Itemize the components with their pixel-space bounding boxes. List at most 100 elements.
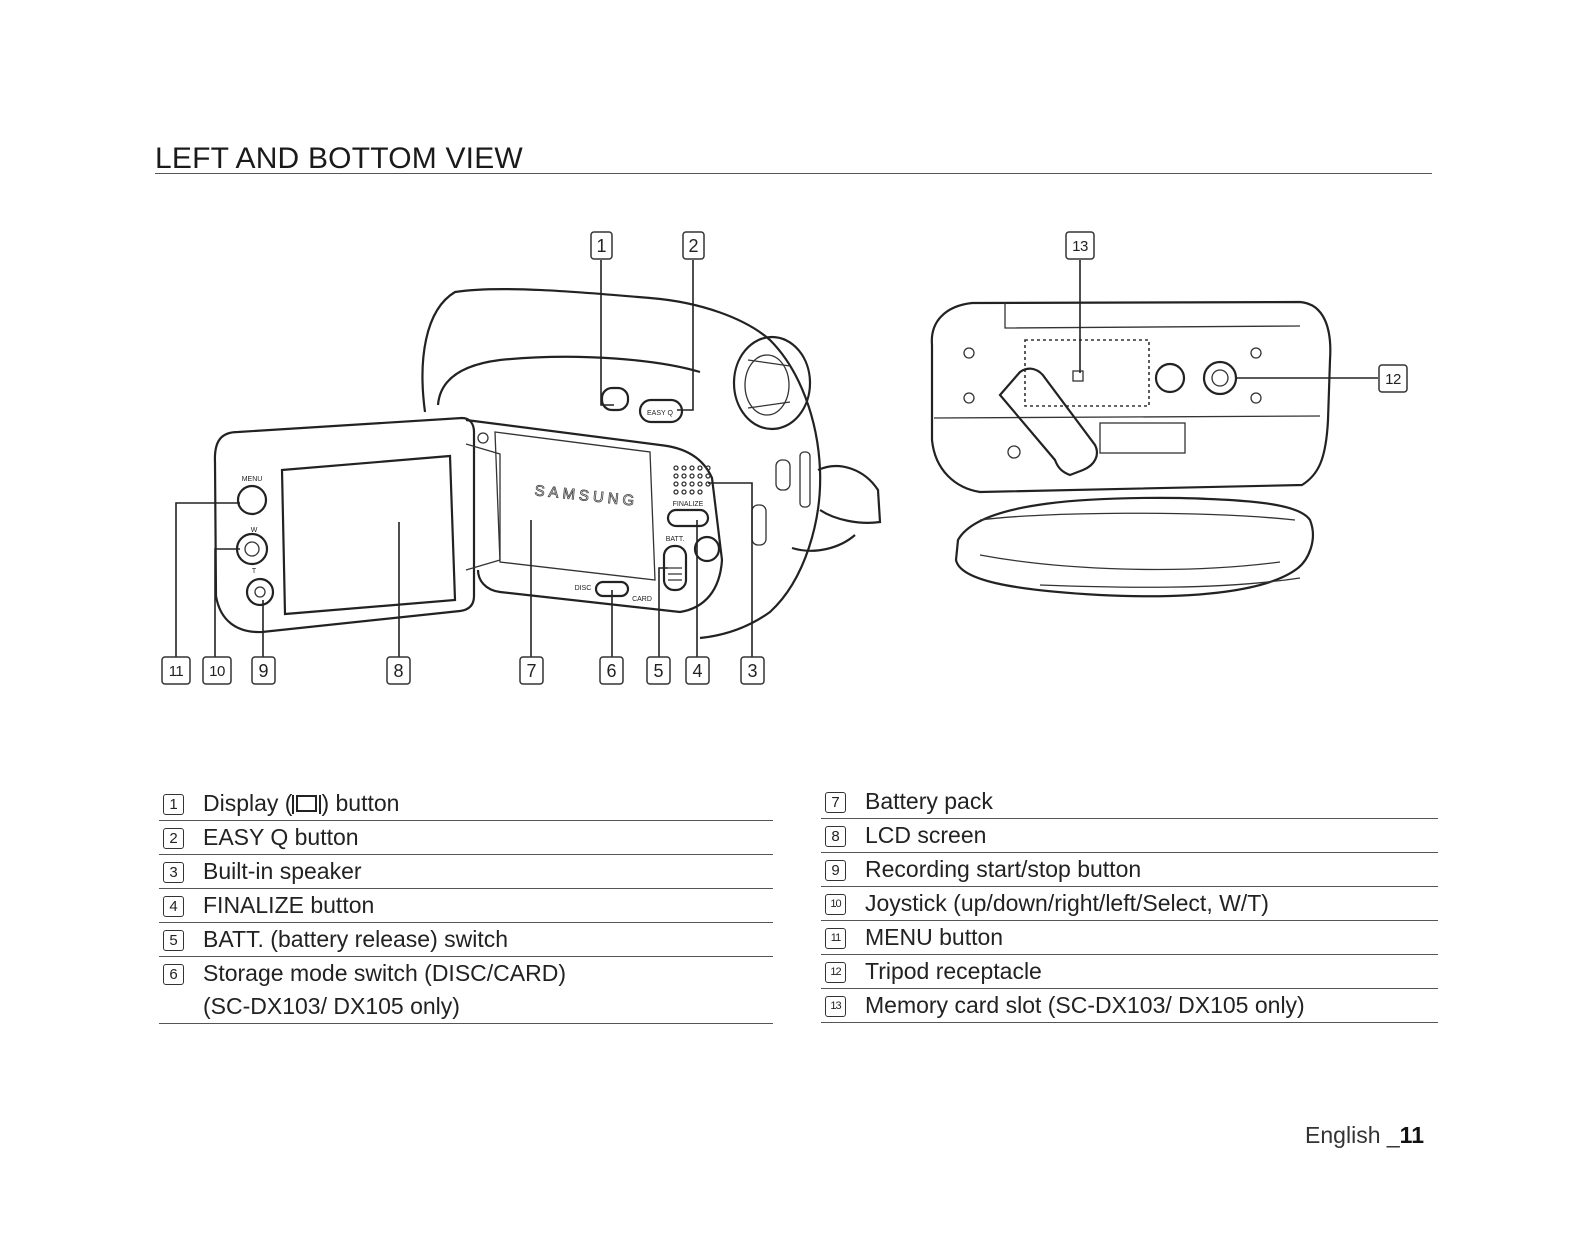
item-number: 6 bbox=[163, 964, 184, 985]
list-item-5: 5 BATT. (battery release) switch bbox=[159, 923, 773, 957]
item-number: 12 bbox=[825, 962, 846, 983]
callout-13: 13 bbox=[1065, 231, 1095, 260]
item-label: Built-in speaker bbox=[203, 858, 362, 884]
item-number: 3 bbox=[163, 862, 184, 883]
callout-1: 1 bbox=[590, 231, 613, 260]
item-label: Recording start/stop button bbox=[865, 856, 1142, 882]
svg-text:2: 2 bbox=[688, 236, 698, 256]
item-number: 13 bbox=[825, 996, 846, 1017]
svg-text:5: 5 bbox=[653, 661, 663, 681]
lcd-panel bbox=[213, 416, 476, 634]
camcorder-left-view: MENU W T SAMSUNG EASY Q FINALIZE BATT. bbox=[213, 288, 882, 640]
item-number: 1 bbox=[163, 794, 184, 815]
list-item-11: 11 MENU button bbox=[821, 921, 1438, 955]
svg-text:3: 3 bbox=[747, 661, 757, 681]
list-item-13: 13 Memory card slot (SC-DX103/ DX105 only… bbox=[821, 989, 1438, 1023]
item-label: Tripod receptacle bbox=[865, 958, 1042, 984]
svg-text:T: T bbox=[252, 568, 257, 575]
svg-text:W: W bbox=[251, 527, 258, 534]
display-icon bbox=[296, 795, 318, 812]
finalize-button-icon bbox=[666, 508, 710, 528]
page-title: LEFT AND BOTTOM VIEW bbox=[155, 142, 523, 175]
svg-text:FINALIZE: FINALIZE bbox=[673, 501, 704, 508]
item-number: 10 bbox=[825, 894, 846, 915]
lcd-screen-shape bbox=[280, 454, 457, 616]
callout-8: 8 bbox=[386, 656, 411, 685]
page-number: 11 bbox=[1399, 1122, 1424, 1148]
callout-5: 5 bbox=[646, 656, 671, 685]
page-footer: English _11 bbox=[1305, 1122, 1424, 1149]
list-item-1: 1 Display ( ) button bbox=[159, 787, 773, 821]
item-number: 7 bbox=[825, 792, 846, 813]
svg-text:MENU: MENU bbox=[242, 476, 263, 483]
list-item-3: 3 Built-in speaker bbox=[159, 855, 773, 889]
lens-icon bbox=[732, 335, 812, 431]
item-label-suffix: ) button bbox=[321, 790, 400, 816]
svg-text:13: 13 bbox=[1072, 238, 1088, 255]
svg-text:10: 10 bbox=[209, 663, 225, 680]
joystick-icon bbox=[235, 532, 269, 566]
callout-2: 2 bbox=[682, 231, 705, 260]
svg-text:BATT.: BATT. bbox=[666, 536, 685, 543]
svg-text:4: 4 bbox=[692, 661, 702, 681]
item-label: Joystick (up/down/right/left/Select, W/T… bbox=[865, 890, 1269, 916]
display-bar-icon bbox=[292, 795, 295, 814]
item-number: 5 bbox=[163, 930, 184, 951]
callout-3: 3 bbox=[740, 656, 765, 685]
callout-6: 6 bbox=[599, 656, 624, 685]
display-button-icon bbox=[600, 386, 630, 412]
item-label-prefix: Display ( bbox=[203, 790, 293, 816]
svg-text:9: 9 bbox=[258, 661, 268, 681]
item-number: 11 bbox=[825, 928, 846, 949]
item-number: 2 bbox=[163, 828, 184, 849]
svg-text:1: 1 bbox=[596, 236, 606, 256]
svg-text:DISC: DISC bbox=[575, 585, 592, 592]
item-label: FINALIZE button bbox=[203, 892, 375, 918]
item-label: Battery pack bbox=[865, 788, 993, 814]
svg-text:11: 11 bbox=[169, 663, 184, 680]
list-item-7: 7 Battery pack bbox=[821, 785, 1438, 819]
tripod-receptacle-icon bbox=[1202, 360, 1238, 396]
item-label: Memory card slot (SC-DX103/ DX105 only) bbox=[865, 992, 1305, 1018]
footer-language: English _ bbox=[1305, 1122, 1400, 1148]
callout-4: 4 bbox=[685, 656, 710, 685]
display-bar-icon bbox=[319, 795, 322, 814]
item-label: BATT. (battery release) switch bbox=[203, 926, 509, 952]
list-item-4: 4 FINALIZE button bbox=[159, 889, 773, 923]
list-item-6: 6 Storage mode switch (DISC/CARD) (SC-DX… bbox=[159, 957, 773, 1024]
parts-list-left: 1 Display ( ) button 2 EASY Q button 3 Buil… bbox=[159, 787, 773, 1024]
list-item-12: 12 Tripod receptacle bbox=[821, 955, 1438, 989]
item-label: EASY Q button bbox=[203, 824, 359, 850]
callout-10: 10 bbox=[202, 656, 232, 685]
callout-lines bbox=[175, 260, 1378, 657]
item-label: MENU button bbox=[865, 924, 1004, 950]
item-label-continued: (SC-DX103/ DX105 only) bbox=[203, 993, 460, 1019]
callout-numbers: 1 2 13 12 11 10 9 8 7 6 5 4 3 bbox=[161, 231, 1408, 685]
camcorder-figure: .ln { fill: none; stroke: #222; stroke-w… bbox=[161, 231, 1408, 685]
item-label: Storage mode switch (DISC/CARD) bbox=[203, 960, 566, 986]
svg-text:7: 7 bbox=[526, 661, 536, 681]
record-button-icon bbox=[245, 577, 275, 607]
list-item-10: 10 Joystick (up/down/right/left/Select, W… bbox=[821, 887, 1438, 921]
camcorder-bottom-view bbox=[930, 300, 1332, 598]
callout-11: 11 bbox=[161, 656, 191, 685]
menu-button-icon bbox=[236, 484, 268, 516]
title-underline bbox=[155, 173, 1432, 174]
list-item-2: 2 EASY Q button bbox=[159, 821, 773, 855]
easy-q-button-icon bbox=[638, 398, 684, 424]
speaker-grid bbox=[673, 465, 711, 495]
svg-text:6: 6 bbox=[606, 661, 616, 681]
callout-12: 12 bbox=[1378, 364, 1408, 393]
callout-7: 7 bbox=[519, 656, 544, 685]
svg-text:CARD: CARD bbox=[632, 596, 652, 603]
svg-text:8: 8 bbox=[393, 661, 403, 681]
list-item-9: 9 Recording start/stop button bbox=[821, 853, 1438, 887]
memory-card-slot-outline bbox=[1024, 339, 1150, 407]
item-number: 9 bbox=[825, 860, 846, 881]
battery-pack-shape bbox=[494, 431, 656, 581]
item-number: 4 bbox=[163, 896, 184, 917]
item-label: LCD screen bbox=[865, 822, 987, 848]
svg-text:12: 12 bbox=[1385, 371, 1401, 388]
